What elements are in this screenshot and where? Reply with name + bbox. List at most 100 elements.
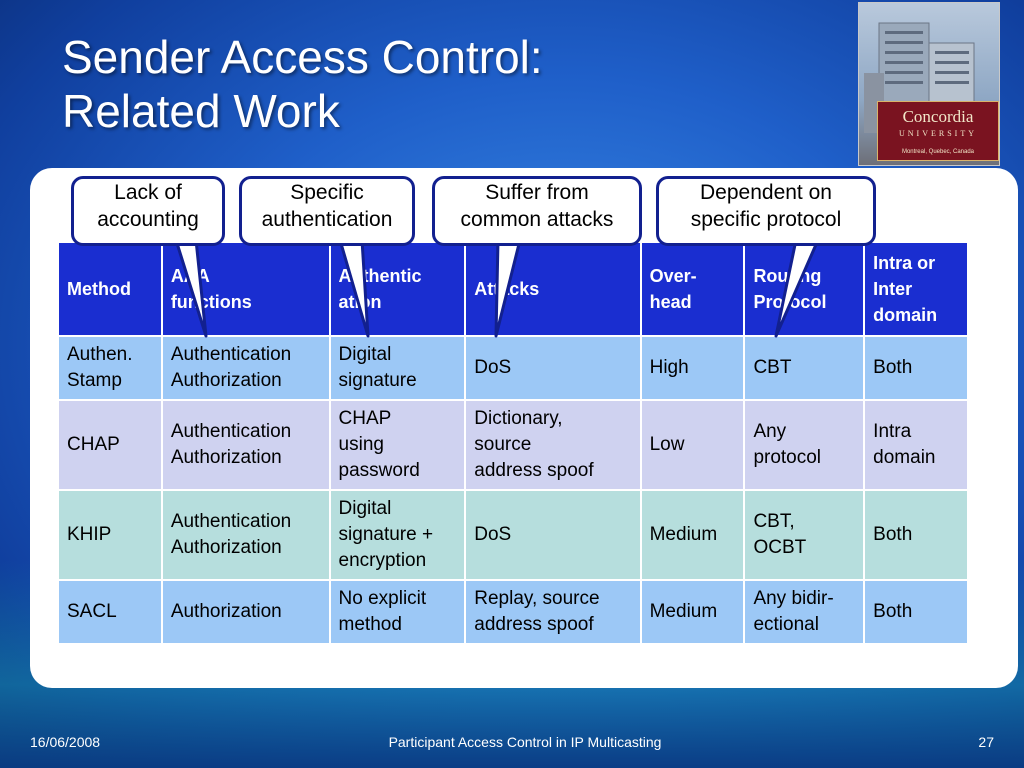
cell-method: Authen. Stamp <box>57 335 163 401</box>
cell-line: Medium <box>649 601 718 622</box>
cell-line: Authorization <box>170 601 282 622</box>
callout-text: authentication <box>261 208 393 231</box>
cell-authentication: Digital signature <box>328 335 467 401</box>
callout-pointer-4 <box>774 238 820 338</box>
header-overhead: Over-head <box>639 241 746 337</box>
cell-authentication: CHAP using password <box>328 399 467 491</box>
cell-line: Stamp <box>67 370 122 391</box>
cell-line: SACL <box>67 601 117 622</box>
cell-line: Intra <box>873 421 912 442</box>
callout-text: Suffer from <box>485 181 589 204</box>
cell-line: Low <box>649 434 685 455</box>
cell-line: Authorization <box>170 447 282 468</box>
footer-title: Participant Access Control in IP Multica… <box>388 734 662 750</box>
title-line-2: Related Work <box>62 85 340 137</box>
related-work-table: Method AAAfunctions Authentication Attac… <box>57 241 969 645</box>
logo-location: Montreal, Quebec, Canada <box>901 149 975 155</box>
cell-line: CBT <box>753 357 792 378</box>
cell-line: Medium <box>649 524 718 545</box>
cell-line: CBT, <box>753 511 795 532</box>
callout-text: Dependent on <box>700 181 832 204</box>
cell-line: Authentication <box>170 511 292 532</box>
cell-line: Authen. <box>67 344 133 365</box>
cell-line: Authentication <box>170 421 292 442</box>
callout-dependent-protocol: Dependent on specific protocol <box>656 176 876 246</box>
cell-line: address spoof <box>474 460 594 481</box>
cell-line: Replay, source <box>474 588 600 609</box>
cell-overhead: Medium <box>639 489 746 581</box>
callout-lack-of-accounting: Lack of accounting <box>71 176 225 246</box>
cell-line: OCBT <box>753 537 807 558</box>
logo-name: Concordia <box>902 107 974 126</box>
cell-attacks: Replay, source address spoof <box>464 579 642 645</box>
cell-line: Digital <box>338 344 392 365</box>
logo-subtitle: UNIVERSITY <box>899 129 977 138</box>
cell-line: CHAP <box>67 434 120 455</box>
cell-line: Authorization <box>170 537 282 558</box>
callout-pointer-3 <box>494 238 522 338</box>
cell-method: SACL <box>57 579 163 645</box>
cell-line: High <box>649 357 689 378</box>
cell-line: address spoof <box>474 614 594 635</box>
cell-attacks: Dictionary, source address spoof <box>464 399 642 491</box>
cell-domain: Both <box>863 489 969 581</box>
cell-overhead: High <box>639 335 746 401</box>
cell-domain: Both <box>863 579 969 645</box>
cell-aaa: Authorization <box>160 579 331 645</box>
cell-line: Over- <box>649 266 697 286</box>
cell-overhead: Medium <box>639 579 746 645</box>
cell-routing: CBT, OCBT <box>743 489 866 581</box>
callout-pointer-1 <box>174 238 208 338</box>
cell-line: Both <box>873 357 913 378</box>
cell-line: signature + <box>338 524 434 545</box>
callout-text: specific protocol <box>690 208 842 231</box>
cell-line: method <box>338 614 402 635</box>
callout-suffer-attacks: Suffer from common attacks <box>432 176 642 246</box>
cell-line: domain <box>873 305 938 325</box>
cell-line: ectional <box>753 614 819 635</box>
callout-text: Specific <box>290 181 364 204</box>
cell-attacks: DoS <box>464 489 642 581</box>
cell-routing: Any bidir-ectional <box>743 579 866 645</box>
cell-authentication: No explicit method <box>328 579 467 645</box>
cell-line: Dictionary, <box>474 408 563 429</box>
cell-overhead: Low <box>639 399 746 491</box>
cell-line: Intra or <box>873 253 936 273</box>
cell-line: using <box>338 434 384 455</box>
cell-line: DoS <box>474 524 512 545</box>
cell-line: No explicit <box>338 588 427 609</box>
header-method: Method <box>57 241 163 337</box>
table-row: SACL Authorization No explicit method Rep… <box>57 579 969 645</box>
cell-method: KHIP <box>57 489 163 581</box>
cell-line: password <box>338 460 420 481</box>
cell-line: CHAP <box>338 408 392 429</box>
title-line-1: Sender Access Control: <box>62 31 543 83</box>
cell-authentication: Digital signature + encryption <box>328 489 467 581</box>
callout-text: Lack of <box>114 181 182 204</box>
header-intra-inter-domain: Intra or Inter domain <box>863 241 969 337</box>
cell-line: KHIP <box>67 524 112 545</box>
university-logo: Concordia UNIVERSITY Montreal, Quebec, C… <box>858 2 1000 166</box>
footer-page-number: 27 <box>978 734 994 750</box>
cell-line: Authorization <box>170 370 282 391</box>
cell-line: Authentication <box>170 344 292 365</box>
cell-line: functions <box>170 292 252 312</box>
cell-line: encryption <box>338 550 427 571</box>
cell-line: signature <box>338 370 417 391</box>
cell-line: Inter <box>873 279 913 299</box>
cell-line: Any <box>753 421 787 442</box>
cell-line: source <box>474 434 532 455</box>
cell-domain: Both <box>863 335 969 401</box>
cell-line: Digital <box>338 498 392 519</box>
cell-method: CHAP <box>57 399 163 491</box>
callout-pointer-2 <box>338 238 370 338</box>
cell-line: head <box>649 292 692 312</box>
